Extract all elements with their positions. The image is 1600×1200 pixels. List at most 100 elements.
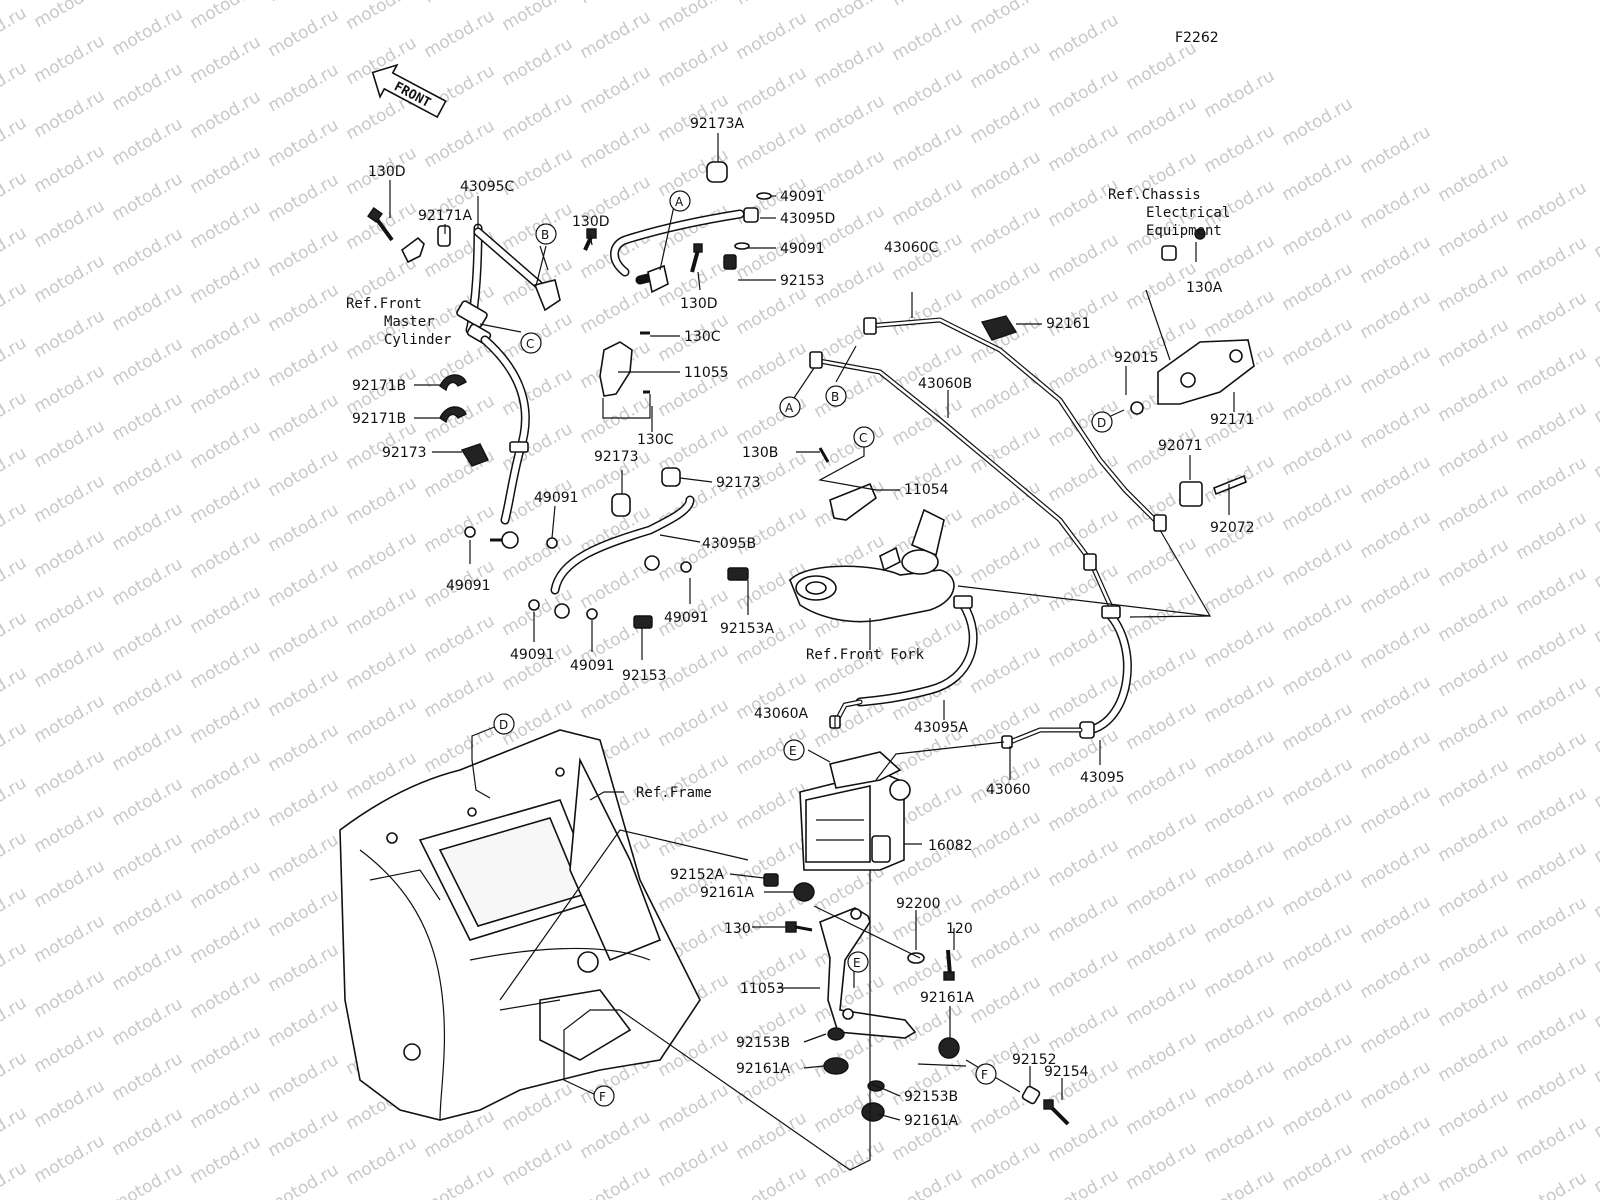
banjo-fitting-lower-icon (554, 603, 570, 619)
part-label-43060b: 43060B (918, 376, 972, 392)
watermark-text: motod.ru (967, 807, 1045, 863)
banjo-fitting-lower-left-icon (490, 531, 519, 549)
watermark-text: motod.ru (1513, 948, 1591, 1004)
grommet-92161a-upper-icon (793, 882, 815, 902)
svg-text:A: A (675, 195, 684, 209)
watermark-text: motod.ru (109, 4, 187, 60)
watermark-text: motod.ru (1591, 1031, 1600, 1087)
watermark-text: motod.ru (1435, 645, 1513, 701)
watermark-text: motod.ru (1279, 534, 1357, 590)
clamp-92171b-upper-icon (439, 374, 467, 392)
watermark-text: motod.ru (1591, 646, 1600, 702)
watermark-text: motod.ru (0, 553, 30, 609)
watermark-text: motod.ru (967, 0, 1045, 38)
watermark-text: motod.ru (0, 443, 30, 499)
watermark-text: motod.ru (811, 366, 889, 422)
part-label-92173: 92173 (382, 445, 427, 461)
watermark-text: motod.ru (577, 117, 655, 173)
watermark-text: motod.ru (1279, 809, 1357, 865)
svg-text:A: A (785, 401, 794, 415)
watermark-text: motod.ru (1123, 38, 1201, 94)
watermark-text: motod.ru (1279, 864, 1357, 920)
watermark-text: motod.ru (1123, 698, 1201, 754)
watermark-text: motod.ru (187, 747, 265, 803)
watermark-text: motod.ru (1123, 1138, 1201, 1194)
watermark-text: motod.ru (1201, 1111, 1279, 1167)
svg-text:D: D (1097, 416, 1106, 430)
watermark-text: motod.ru (1045, 65, 1123, 121)
watermark-text: motod.ru (889, 119, 967, 175)
watermark-text: motod.ru (31, 856, 109, 912)
watermark-text: motod.ru (1513, 1003, 1591, 1059)
watermark-text: motod.ru (1357, 177, 1435, 233)
part-label-49091: 49091 (780, 241, 825, 257)
part-label-130b: 130B (742, 445, 778, 461)
reference-notes: Ref.Front Master Cylinder Ref.Chassis El… (346, 187, 1230, 801)
watermark-text: motod.ru (1279, 479, 1357, 535)
watermark-text: motod.ru (1201, 231, 1279, 287)
bolt-120-icon (943, 971, 955, 981)
ref-frame: Ref.Frame (636, 785, 712, 801)
connector-icon (1161, 245, 1177, 261)
watermark-text: motod.ru (1279, 369, 1357, 425)
watermark-text: motod.ru (889, 0, 967, 10)
watermark-text: motod.ru (1435, 150, 1513, 206)
watermark-text: motod.ru (889, 9, 967, 65)
watermark-text: motod.ru (1513, 178, 1591, 234)
watermark-text: motod.ru (1513, 783, 1591, 839)
watermark-text: motod.ru (187, 142, 265, 198)
watermark-text: motod.ru (1357, 672, 1435, 728)
watermark-text: motod.ru (577, 7, 655, 63)
part-label-92153b: 92153B (904, 1089, 958, 1105)
watermark-text: motod.ru (109, 444, 187, 500)
watermark-text: motod.ru (499, 199, 577, 255)
watermark-text: motod.ru (1591, 976, 1600, 1032)
part-label-43095b: 43095B (702, 536, 756, 552)
watermark-text: motod.ru (1513, 233, 1591, 289)
watermark-text: motod.ru (1201, 891, 1279, 947)
part-label-130c: 130C (684, 329, 721, 345)
ref-chassis-electrical-line3: Equipment (1146, 223, 1222, 239)
watermark-text: motod.ru (655, 35, 733, 91)
watermark-text: motod.ru (31, 1021, 109, 1077)
watermark-text: motod.ru (265, 940, 343, 996)
grommet-92161a-bottom-icon (861, 1102, 885, 1122)
part-label-92152a: 92152A (670, 867, 725, 883)
part-label-92173a: 92173A (690, 116, 745, 132)
part-label-130: 130 (724, 921, 751, 937)
watermark-text: motod.ru (265, 1105, 343, 1161)
watermark-text: motod.ru (0, 1048, 30, 1104)
watermark-text: motod.ru (577, 557, 655, 613)
watermark-text: motod.ru (889, 394, 967, 450)
watermark-text: motod.ru (109, 609, 187, 665)
hose-junction-icon (456, 300, 488, 328)
watermark-text: motod.ru (1591, 371, 1600, 427)
watermark-text: motod.ru (1045, 230, 1123, 286)
watermark-text: motod.ru (0, 113, 30, 169)
watermark-text: motod.ru (343, 528, 421, 584)
watermark-text: motod.ru (1357, 232, 1435, 288)
watermark-text: motod.ru (1357, 1167, 1435, 1200)
watermark-text: motod.ru (1279, 1084, 1357, 1140)
watermark-text: motod.ru (0, 608, 30, 664)
watermark-text: motod.ru (187, 637, 265, 693)
watermark-text: motod.ru (1357, 397, 1435, 453)
watermark-text: motod.ru (31, 526, 109, 582)
watermark-text: motod.ru (733, 778, 811, 834)
watermark-text: motod.ru (109, 499, 187, 555)
part-label-92153: 92153 (780, 273, 825, 289)
callout-b-hose: B (535, 223, 557, 245)
upper-left-hose-assembly (367, 161, 772, 629)
part-label-43095c: 43095C (460, 179, 515, 195)
watermark-text: motod.ru (265, 225, 343, 281)
watermark-text: motod.ru (889, 174, 967, 230)
watermark-text: motod.ru (187, 802, 265, 858)
watermark-text: motod.ru (1513, 343, 1591, 399)
watermark-text: motod.ru (967, 752, 1045, 808)
watermark-text: motod.ru (1357, 1112, 1435, 1168)
watermark-text: motod.ru (733, 63, 811, 119)
watermark-text: motod.ru (1201, 671, 1279, 727)
part-label-92015: 92015 (1114, 350, 1159, 366)
collar-92015-icon (1130, 401, 1144, 415)
watermark-text: motod.ru (31, 306, 109, 362)
